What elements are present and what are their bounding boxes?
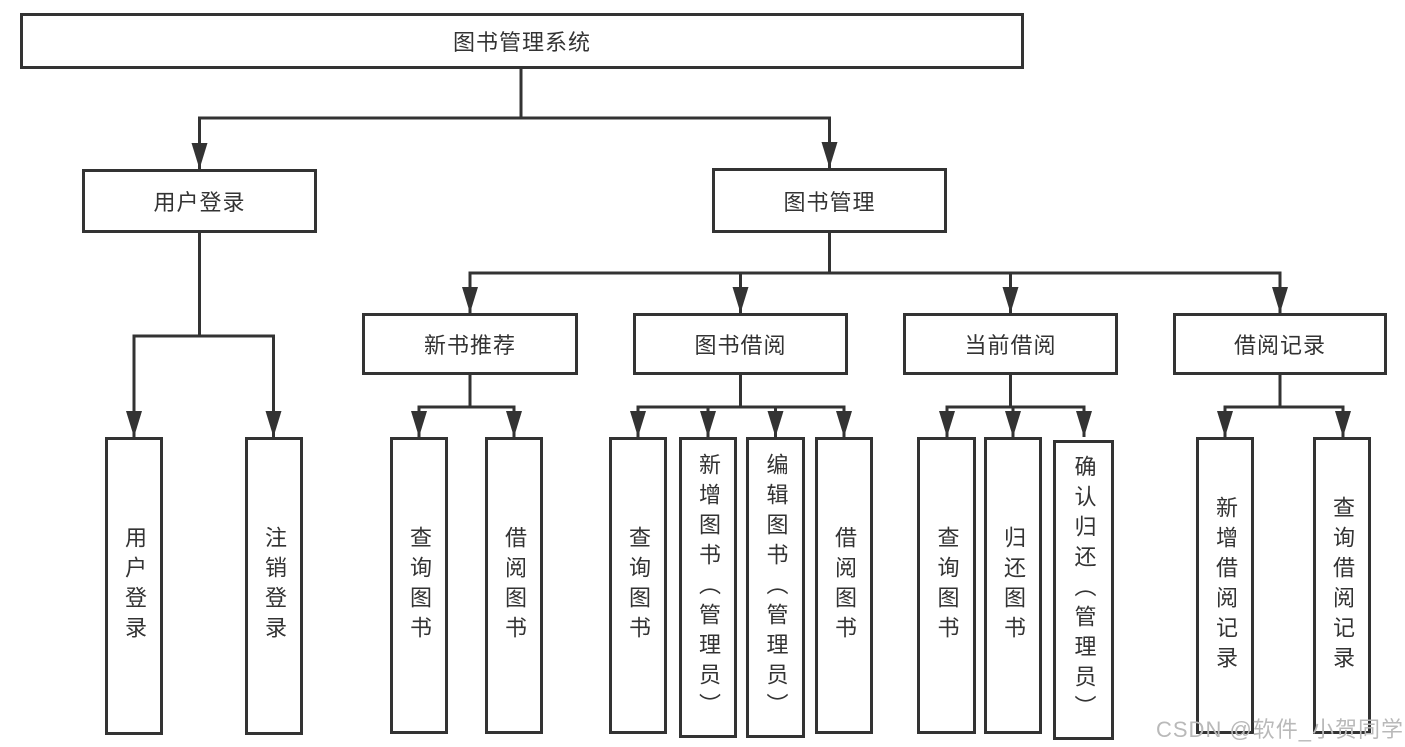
arrow-down-icon <box>700 411 716 437</box>
node-label: 图书管理系统 <box>452 30 591 55</box>
node-current-borrowing: 当前借阅 <box>903 313 1118 375</box>
node-label: 用户登录 <box>153 190 246 215</box>
node-label: 图书借阅 <box>694 333 787 358</box>
arrow-down-icon <box>506 411 522 437</box>
leaf-return-books: 归还图书 <box>984 437 1042 734</box>
arrow-down-icon <box>462 287 478 313</box>
arrow-down-icon <box>836 411 852 437</box>
arrowheads <box>126 142 1351 437</box>
node-label: 注销登录 <box>262 526 287 646</box>
node-label: 借阅记录 <box>1233 333 1326 358</box>
leaf-query-books-borrowing: 查询图书 <box>609 437 667 734</box>
arrow-down-icon <box>265 411 282 437</box>
leaf-query-books-recommend: 查询图书 <box>390 437 448 734</box>
node-borrowing-records: 借阅记录 <box>1173 313 1387 375</box>
leaf-edit-book-admin: 编辑图书（管理员） <box>746 437 805 738</box>
node-label: 查询图书 <box>934 525 960 646</box>
node-book-management: 图书管理 <box>712 168 947 233</box>
node-label: 借阅图书 <box>832 525 857 646</box>
node-label: 查询图书 <box>407 525 432 646</box>
arrow-down-icon <box>1335 411 1351 437</box>
leaf-add-borrow-record: 新增借阅记录 <box>1196 437 1254 734</box>
node-label: 新增借阅记录 <box>1213 495 1238 676</box>
arrow-down-icon <box>1005 411 1021 437</box>
leaf-query-borrow-record: 查询借阅记录 <box>1313 437 1371 734</box>
node-new-book-recommendation: 新书推荐 <box>362 313 578 375</box>
node-label: 新书推荐 <box>423 333 516 358</box>
arrow-down-icon <box>1002 287 1019 313</box>
arrow-down-icon <box>821 142 838 168</box>
node-label: 查询图书 <box>626 525 651 646</box>
node-label: 确认归还（管理员） <box>1071 455 1097 725</box>
leaf-borrow-books: 借阅图书 <box>815 437 873 734</box>
leaf-add-book-admin: 新增图书（管理员） <box>679 437 737 738</box>
arrow-down-icon <box>767 411 784 437</box>
leaf-logout: 注销登录 <box>245 437 303 735</box>
arrow-down-icon <box>191 143 208 169</box>
node-label: 图书管理 <box>783 189 876 215</box>
arrow-down-icon <box>939 411 955 437</box>
watermark: CSDN @软件_小贺同学 <box>1156 717 1405 742</box>
arrow-down-icon <box>1076 411 1092 437</box>
node-label: 借阅图书 <box>502 525 527 646</box>
node-label: 用户登录 <box>122 526 147 646</box>
node-user-login: 用户登录 <box>82 169 317 233</box>
leaf-query-books-current: 查询图书 <box>917 437 976 734</box>
arrow-down-icon <box>1272 287 1288 313</box>
node-label: 查询借阅记录 <box>1330 495 1355 676</box>
node-library-management-system: 图书管理系统 <box>20 13 1024 69</box>
node-label: 归还图书 <box>1001 525 1026 646</box>
node-label: 新增图书（管理员） <box>696 452 721 723</box>
leaf-user-login: 用户登录 <box>105 437 163 735</box>
node-label: 当前借阅 <box>964 333 1057 358</box>
arrow-down-icon <box>411 411 427 437</box>
arrow-down-icon <box>630 411 646 437</box>
arrow-down-icon <box>126 411 142 437</box>
node-label: 编辑图书（管理员） <box>763 452 789 723</box>
arrow-down-icon <box>1217 411 1233 437</box>
leaf-confirm-return-admin: 确认归还（管理员） <box>1053 440 1114 740</box>
node-book-borrowing: 图书借阅 <box>633 313 848 375</box>
arrow-down-icon <box>732 287 749 313</box>
leaf-borrow-books-recommend: 借阅图书 <box>485 437 543 734</box>
connector-path <box>132 68 1345 437</box>
